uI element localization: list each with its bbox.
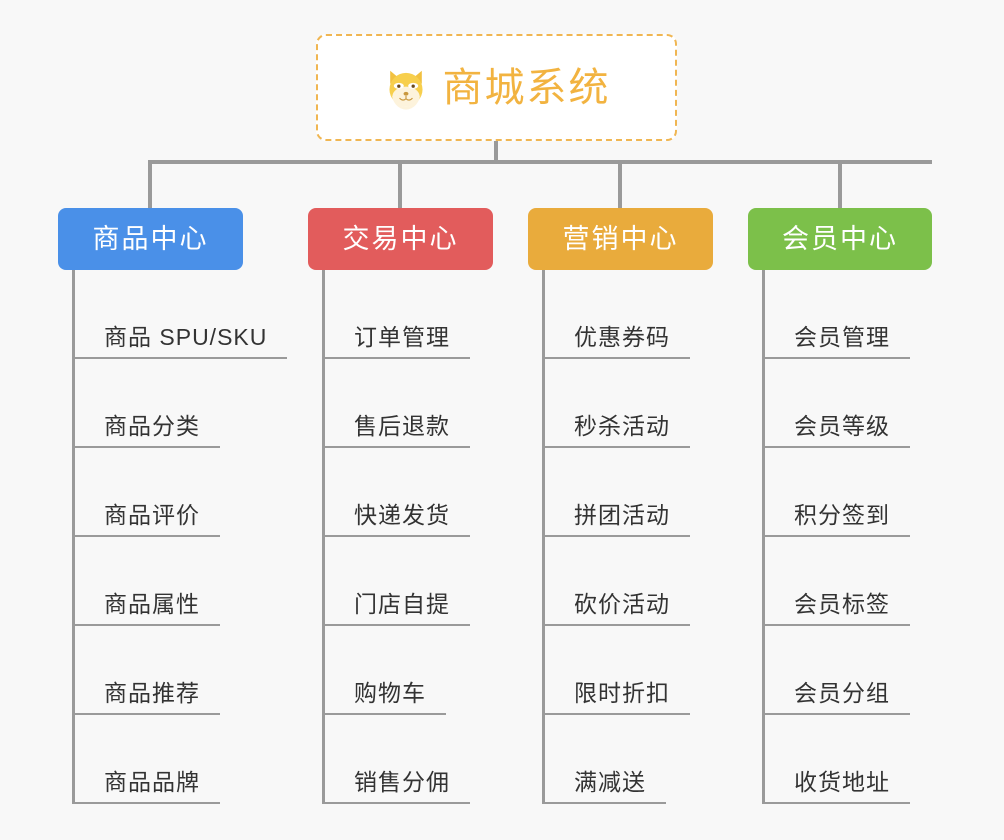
connector-drop-1 <box>148 160 152 208</box>
leaf-item[interactable]: 拼团活动 <box>542 448 690 537</box>
leaf-underline <box>72 802 220 804</box>
leaf-label: 收货地址 <box>794 769 890 795</box>
leaf-item[interactable]: 会员分组 <box>762 626 910 715</box>
leaf-item[interactable]: 门店自提 <box>322 537 470 626</box>
leaf-label: 满减送 <box>574 769 646 795</box>
leaf-label: 秒杀活动 <box>574 413 670 439</box>
leaf-label: 限时折扣 <box>574 680 670 706</box>
leaf-underline <box>542 802 666 804</box>
leaf-label: 优惠券码 <box>574 324 670 350</box>
leaf-label: 会员标签 <box>794 591 890 617</box>
leaf-item[interactable]: 会员标签 <box>762 537 910 626</box>
connector-root-stem <box>494 141 498 164</box>
leaf-label: 商品评价 <box>104 502 200 528</box>
category-node-3[interactable]: 会员中心 <box>748 208 932 270</box>
leaf-item[interactable]: 优惠券码 <box>542 270 690 359</box>
leaf-underline <box>542 535 690 537</box>
leaf-item[interactable]: 购物车 <box>322 626 450 715</box>
leaf-column-1: 订单管理 售后退款 快递发货 门店自提 购物车 销售分佣 <box>322 270 470 804</box>
category-label: 交易中心 <box>342 223 459 254</box>
leaf-label: 会员分组 <box>794 680 890 706</box>
leaf-underline <box>72 535 220 537</box>
leaf-item[interactable]: 商品 SPU/SKU <box>72 270 287 359</box>
leaf-label: 积分签到 <box>794 502 890 528</box>
category-label: 商品中心 <box>92 223 209 254</box>
leaf-item[interactable]: 收货地址 <box>762 715 910 804</box>
category-node-1[interactable]: 交易中心 <box>308 208 493 270</box>
leaf-item[interactable]: 积分签到 <box>762 448 910 537</box>
leaf-label: 会员等级 <box>794 413 890 439</box>
leaf-column-2: 优惠券码 秒杀活动 拼团活动 砍价活动 限时折扣 满减送 <box>542 270 690 804</box>
root-title: 商城系统 <box>442 65 611 110</box>
leaf-underline <box>322 802 470 804</box>
leaf-spine <box>542 270 545 804</box>
leaf-label: 商品 SPU/SKU <box>104 324 268 350</box>
leaf-label: 拼团活动 <box>574 502 670 528</box>
leaf-item[interactable]: 售后退款 <box>322 359 470 448</box>
leaf-underline <box>322 713 446 715</box>
leaf-underline <box>542 624 690 626</box>
leaf-item[interactable]: 会员等级 <box>762 359 910 448</box>
connector-drop-2 <box>398 160 402 208</box>
leaf-item[interactable]: 商品分类 <box>72 359 267 448</box>
leaf-label: 门店自提 <box>354 591 450 617</box>
category-label: 会员中心 <box>782 223 898 254</box>
leaf-item[interactable]: 商品属性 <box>72 537 267 626</box>
leaf-column-3: 会员管理 会员等级 积分签到 会员标签 会员分组 收货地址 <box>762 270 910 804</box>
leaf-label: 销售分佣 <box>354 769 450 795</box>
leaf-underline <box>72 357 287 359</box>
leaf-underline <box>542 357 690 359</box>
leaf-underline <box>72 624 220 626</box>
leaf-underline <box>762 446 910 448</box>
leaf-underline <box>762 802 910 804</box>
leaf-item[interactable]: 砍价活动 <box>542 537 690 626</box>
connector-horizontal-bar <box>148 160 932 164</box>
leaf-underline <box>542 713 690 715</box>
leaf-underline <box>322 535 470 537</box>
leaf-spine <box>322 270 325 804</box>
leaf-item[interactable]: 快递发货 <box>322 448 470 537</box>
leaf-label: 购物车 <box>354 680 426 706</box>
leaf-item[interactable]: 限时折扣 <box>542 626 690 715</box>
leaf-column-0: 商品 SPU/SKU 商品分类 商品评价 商品属性 商品推荐 商品品牌 <box>72 270 287 804</box>
leaf-item[interactable]: 销售分佣 <box>322 715 470 804</box>
leaf-label: 商品品牌 <box>104 769 200 795</box>
leaf-label: 会员管理 <box>794 324 890 350</box>
leaf-label: 商品推荐 <box>104 680 200 706</box>
category-label: 营销中心 <box>562 223 679 254</box>
leaf-underline <box>322 357 470 359</box>
leaf-label: 快递发货 <box>354 502 450 528</box>
leaf-label: 商品分类 <box>104 413 200 439</box>
leaf-underline <box>762 713 910 715</box>
connector-drop-3 <box>618 160 622 208</box>
connector-drop-4 <box>838 160 842 208</box>
leaf-item[interactable]: 商品评价 <box>72 448 267 537</box>
leaf-label: 订单管理 <box>354 324 450 350</box>
leaf-item[interactable]: 商品推荐 <box>72 626 267 715</box>
category-node-0[interactable]: 商品中心 <box>58 208 243 270</box>
leaf-label: 售后退款 <box>354 413 450 439</box>
leaf-underline <box>762 535 910 537</box>
leaf-item[interactable]: 订单管理 <box>322 270 470 359</box>
leaf-label: 砍价活动 <box>574 591 670 617</box>
leaf-underline <box>542 446 690 448</box>
leaf-item[interactable]: 满减送 <box>542 715 670 804</box>
leaf-underline <box>72 446 220 448</box>
leaf-item[interactable]: 商品品牌 <box>72 715 267 804</box>
leaf-underline <box>322 446 470 448</box>
leaf-spine <box>762 270 765 804</box>
leaf-underline <box>762 624 910 626</box>
root-node[interactable]: 商城系统 <box>316 34 677 141</box>
leaf-item[interactable]: 会员管理 <box>762 270 910 359</box>
leaf-underline <box>72 713 220 715</box>
leaf-underline <box>322 624 470 626</box>
leaf-underline <box>762 357 910 359</box>
leaf-item[interactable]: 秒杀活动 <box>542 359 690 448</box>
shiba-dog-emoji-icon <box>388 70 423 110</box>
leaf-spine <box>72 270 75 804</box>
leaf-label: 商品属性 <box>104 591 200 617</box>
category-node-2[interactable]: 营销中心 <box>528 208 713 270</box>
